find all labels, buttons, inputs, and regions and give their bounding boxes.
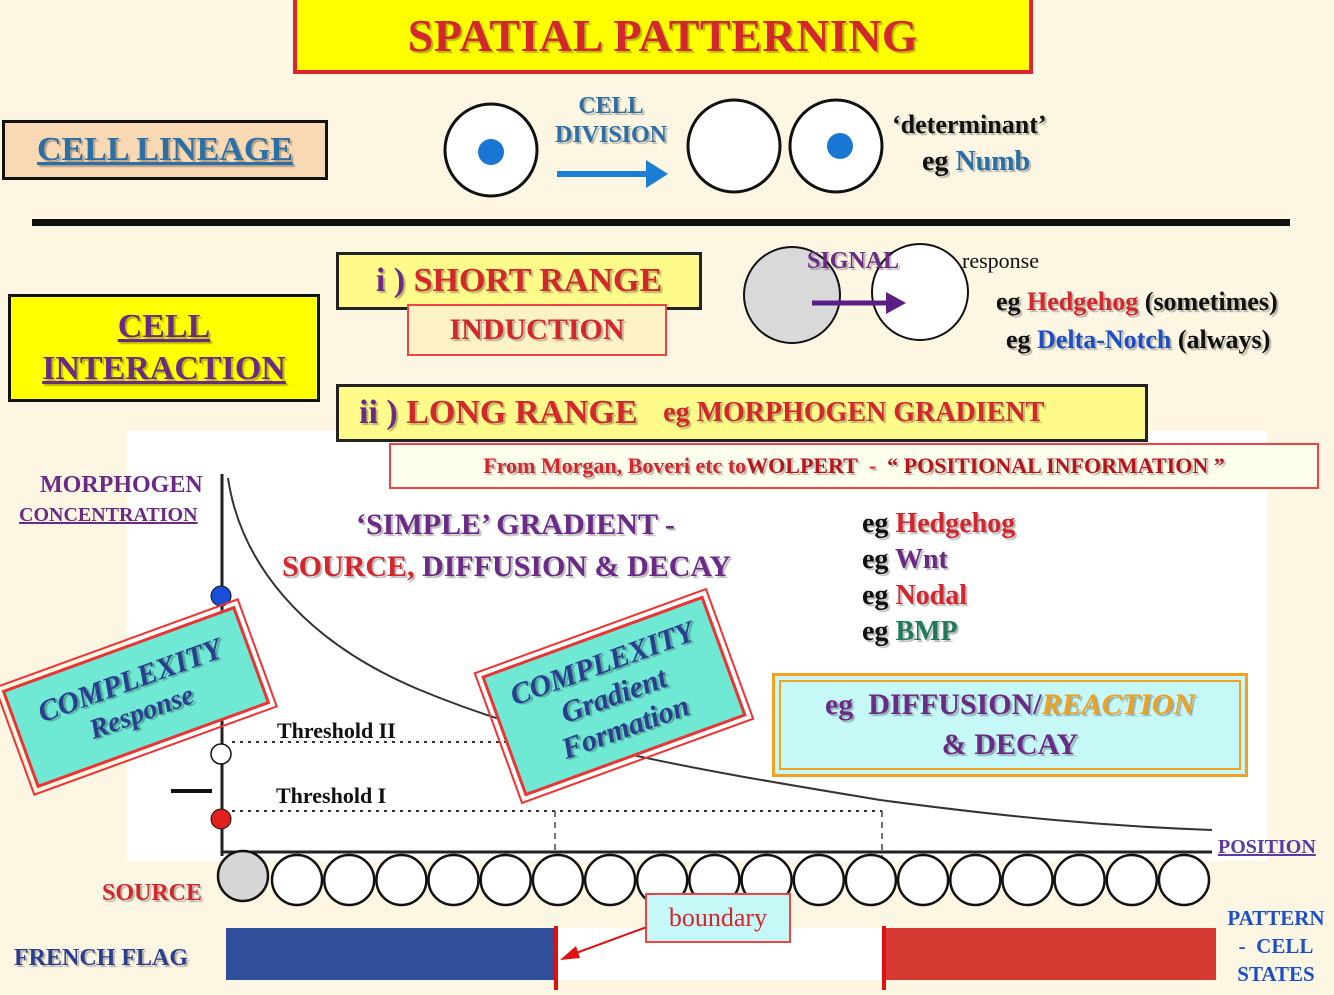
tissue-cell (844, 853, 898, 907)
cell-row (270, 853, 1211, 907)
signal-label: SIGNAL (807, 248, 900, 274)
boundary-pointer-head (560, 946, 580, 960)
title-banner: SPATIAL PATTERNING (293, 0, 1033, 74)
morphogen-examples: eg Hedgehog eg Wnt eg Nodal eg BMP (862, 506, 1015, 650)
delta-notch-example: eg Delta-Notch (always) (1006, 325, 1271, 354)
cell-interaction-label: CELL INTERACTION (8, 294, 320, 402)
simple-gradient-line1: ‘SIMPLE’ GRADIENT - (356, 508, 675, 541)
induction-text: INDUCTION (449, 313, 625, 346)
morphogen-hedgehog: eg Hedgehog (862, 508, 1016, 539)
cell-interaction-line2: INTERACTION (42, 350, 286, 387)
long-range-label: ii ) LONG RANGE eg MORPHOGEN GRADIENT (336, 384, 1148, 442)
signalling-cell (743, 246, 841, 344)
flag-red-region (884, 928, 1216, 980)
diffusion-reaction-line1: eg DIFFUSION/REACTION (824, 688, 1196, 721)
source-cell (216, 849, 270, 903)
tissue-cell (949, 853, 1002, 907)
long-range-text: LONG RANGE (406, 394, 638, 431)
tissue-cell (375, 853, 428, 907)
cell-interaction-line1: CELL (117, 308, 211, 345)
section-divider (32, 219, 1290, 226)
positional-information-label: From Morgan, Boveri etc to WOLPERT - “ P… (389, 443, 1319, 489)
source-label: SOURCE (102, 880, 203, 906)
daughter-cell-1 (686, 98, 782, 194)
blue-response-dot (210, 585, 232, 607)
y-axis-label-1: MORPHOGEN (40, 472, 203, 498)
cell-division-line2: DIVISION (554, 122, 668, 148)
threshold-2-label: Threshold II (277, 718, 396, 743)
morphogen-wnt: eg Wnt (862, 544, 948, 575)
x-axis-label: POSITION (1218, 836, 1316, 858)
tissue-cell (427, 853, 480, 907)
tissue-cell (1157, 853, 1211, 907)
tissue-cell (270, 853, 324, 907)
mother-determinant (478, 139, 504, 165)
determinant-label: ‘determinant’ (892, 110, 1047, 139)
tissue-cell (322, 853, 376, 907)
numb-example: eg Numb (922, 146, 1031, 177)
short-range-text: SHORT RANGE (413, 262, 663, 299)
tissue-cell (792, 853, 846, 907)
white-response-dot (210, 743, 232, 765)
tissue-cell (1105, 853, 1159, 907)
y-axis-label-2: CONCENTRATION (19, 504, 198, 526)
morphogen-gradient-curve (227, 477, 1213, 831)
induction-label: INDUCTION (407, 304, 667, 356)
diffusion-reaction-line2: & DECAY (941, 728, 1079, 761)
pattern-cell-states-label: PATTERN - CELL STATES (1227, 906, 1325, 986)
morphogen-nodal: eg Nodal (862, 580, 968, 611)
daughter-determinant (827, 133, 853, 159)
threshold-1-label: Threshold I (276, 783, 387, 808)
tissue-cell (1001, 853, 1054, 907)
tissue-cell (1053, 853, 1106, 907)
morphogen-bmp: eg BMP (862, 616, 958, 647)
tissue-cell (583, 853, 637, 907)
morphogen-gradient-text: eg MORPHOGEN GRADIENT (663, 397, 1045, 428)
page-title: SPATIAL PATTERNING (407, 9, 919, 61)
signal-arrow-head (886, 292, 906, 314)
boundary-text: boundary (668, 903, 768, 932)
diffusion-reaction-box: eg DIFFUSION/REACTION & DECAY (772, 673, 1248, 777)
french-flag-label: FRENCH FLAG (14, 945, 188, 971)
red-response-dot (210, 808, 232, 830)
division-arrow-head (646, 160, 668, 188)
flag-blue-region (226, 928, 556, 980)
simple-gradient-line2: SOURCE, DIFFUSION & DECAY (282, 550, 731, 583)
boundary-pointer (567, 923, 656, 957)
tissue-cell (896, 853, 950, 907)
tissue-cell (479, 853, 532, 907)
short-range-label: i ) SHORT RANGE (336, 252, 702, 310)
cell-division-line1: CELL (578, 93, 644, 119)
responding-cell (871, 243, 969, 341)
cell-division-label: CELL DIVISION (552, 92, 670, 150)
cell-lineage-text: CELL LINEAGE (36, 131, 294, 168)
tissue-cell (531, 853, 585, 907)
boundary-label: boundary (645, 893, 791, 943)
numb-text: Numb (955, 146, 1031, 177)
response-label: response (962, 248, 1039, 273)
hedgehog-short-example: eg Hedgehog (sometimes) (996, 287, 1278, 316)
cell-lineage-label: CELL LINEAGE (2, 120, 328, 180)
